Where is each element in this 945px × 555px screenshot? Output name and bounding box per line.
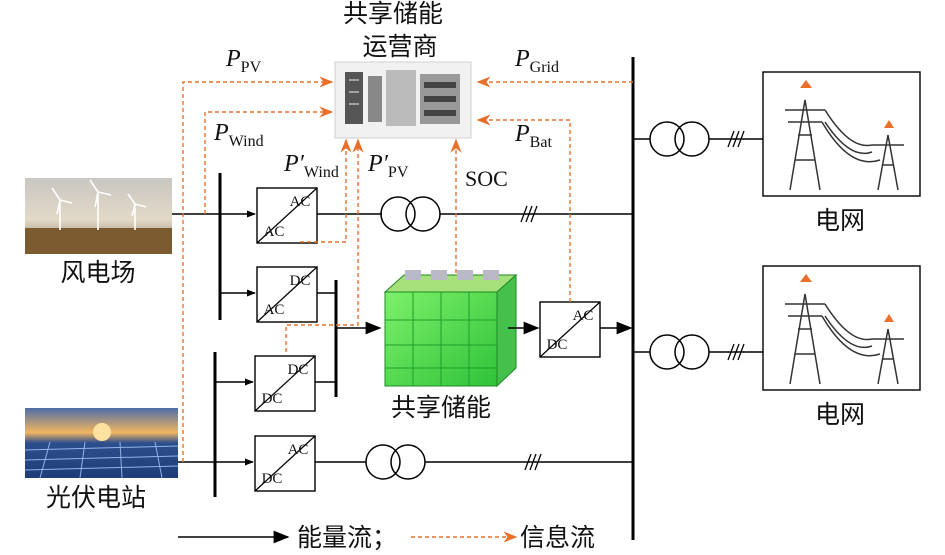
- svg-text:DC: DC: [547, 337, 568, 353]
- label-p-bat: PBat: [514, 121, 552, 151]
- wind-farm-label: 风电场: [60, 258, 135, 287]
- svg-text:AC: AC: [264, 302, 285, 318]
- label-p-pv: PPV: [225, 46, 262, 76]
- info-p-bat: [476, 114, 571, 302]
- battery-storage-icon: [383, 270, 518, 388]
- svg-text:DC: DC: [262, 391, 283, 407]
- operator-title-line1: 共享储能: [343, 0, 443, 28]
- svg-text:AC: AC: [290, 194, 311, 210]
- line-break-mark: [520, 205, 538, 223]
- svg-text:DC: DC: [262, 471, 283, 487]
- label-p-wind-prime: P′Wind: [283, 151, 339, 181]
- operator-title-line2: 运营商: [362, 32, 437, 61]
- legend-info-label: 信息流: [520, 523, 595, 552]
- converter-wind-ac-dc: DC AC: [220, 266, 336, 323]
- svg-text:DC: DC: [288, 362, 309, 378]
- line-break-mark: [524, 453, 542, 471]
- transformer-icon: [649, 334, 710, 370]
- converter-wind-ac-ac: AC AC: [220, 187, 382, 244]
- info-p-pv: [182, 76, 334, 462]
- wind-farm-photo: [25, 178, 172, 254]
- legend-energy-label: 能量流；: [297, 523, 397, 552]
- svg-text:DC: DC: [290, 273, 311, 289]
- info-p-wind-prime: [300, 138, 352, 243]
- label-p-pv-prime: P′PV: [367, 151, 409, 181]
- label-p-grid: PGrid: [514, 46, 559, 76]
- transformer-icon: [365, 444, 426, 480]
- grid-bottom-label: 电网: [815, 400, 865, 429]
- info-p-pv-prime: [285, 138, 364, 352]
- grid-top-label: 电网: [815, 206, 865, 235]
- transmission-tower-icon: [762, 71, 921, 197]
- storage-label: 共享储能: [391, 393, 491, 422]
- converter-pv-dc-dc: DC DC: [215, 355, 336, 412]
- svg-text:AC: AC: [264, 224, 285, 240]
- converter-storage-dc-ac: AC DC: [539, 301, 601, 358]
- label-soc: SOC: [465, 166, 508, 191]
- label-p-wind: PWind: [213, 120, 264, 150]
- transformer-icon: [380, 196, 441, 232]
- transformer-icon: [649, 121, 710, 157]
- converter-pv-dc-ac: AC DC: [215, 435, 366, 492]
- svg-text:AC: AC: [573, 308, 594, 324]
- info-p-wind: [204, 106, 334, 214]
- svg-text:AC: AC: [288, 442, 309, 458]
- operator-server-icon: [334, 61, 472, 139]
- pv-station-photo: [24, 408, 179, 479]
- legend: 能量流； 信息流: [178, 523, 595, 552]
- pv-station-label: 光伏电站: [46, 483, 146, 512]
- transmission-tower-icon: [762, 265, 921, 391]
